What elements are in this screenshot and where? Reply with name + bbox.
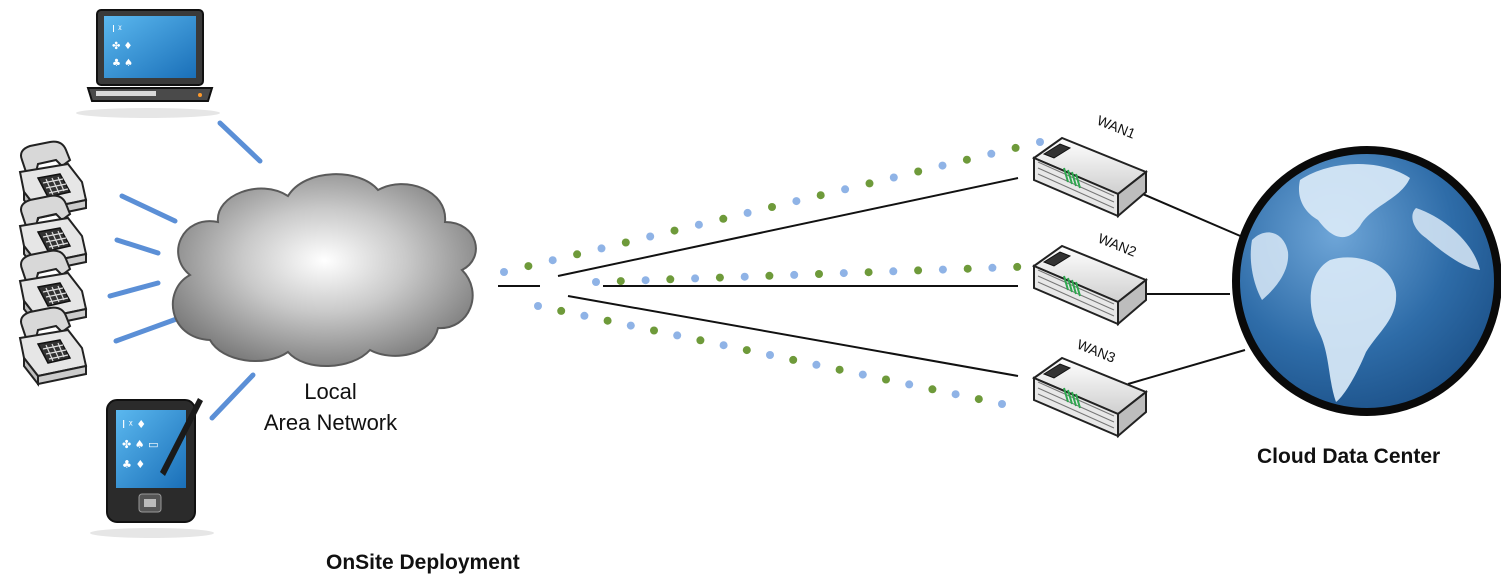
traffic-dot bbox=[889, 267, 898, 276]
traffic-dot bbox=[962, 155, 971, 164]
traffic-dot bbox=[646, 232, 655, 241]
traffic-dot bbox=[938, 265, 947, 274]
traffic-dot bbox=[673, 331, 682, 340]
svg-text:♣ ♦: ♣ ♦ bbox=[122, 458, 145, 471]
traffic-dot bbox=[557, 306, 566, 315]
wan1-label: WAN1 bbox=[1095, 112, 1138, 142]
traffic-dot bbox=[742, 346, 751, 355]
traffic-dot bbox=[743, 208, 752, 217]
traffic-dot bbox=[580, 311, 589, 320]
traffic-dot bbox=[914, 167, 923, 176]
traffic-dot bbox=[524, 262, 533, 271]
traffic-dot bbox=[988, 263, 997, 272]
traffic-dot bbox=[765, 271, 774, 280]
wan3-label: WAN3 bbox=[1075, 336, 1118, 366]
svg-text:I ᵡ ♦: I ᵡ ♦ bbox=[122, 418, 146, 431]
traffic-dot bbox=[816, 191, 825, 200]
traffic-dot bbox=[715, 273, 724, 282]
traffic-dots bbox=[500, 138, 1046, 408]
traffic-dot bbox=[573, 250, 582, 259]
cloud-data-center-label: Cloud Data Center bbox=[1257, 445, 1441, 468]
wan2-label: WAN2 bbox=[1096, 230, 1139, 260]
wan3-router-icon bbox=[1033, 357, 1147, 437]
traffic-dot bbox=[548, 256, 557, 265]
traffic-dot bbox=[719, 214, 728, 223]
traffic-dot bbox=[740, 272, 749, 281]
traffic-dot bbox=[889, 173, 898, 182]
traffic-dot bbox=[621, 238, 630, 247]
traffic-dot bbox=[670, 226, 679, 235]
traffic-dot bbox=[626, 321, 635, 330]
traffic-dot bbox=[987, 149, 996, 158]
traffic-dot bbox=[592, 278, 600, 286]
traffic-dot bbox=[666, 275, 675, 284]
traffic-dot bbox=[694, 220, 703, 229]
traffic-dot bbox=[1013, 262, 1022, 271]
traffic-dot bbox=[766, 351, 774, 359]
traffic-dot bbox=[616, 277, 625, 286]
traffic-dot bbox=[650, 326, 658, 335]
traffic-dot bbox=[691, 274, 700, 283]
traffic-dot bbox=[789, 355, 798, 364]
traffic-dot bbox=[841, 185, 850, 194]
traffic-dot bbox=[603, 316, 612, 325]
traffic-dot bbox=[839, 269, 848, 278]
traffic-dot bbox=[858, 370, 867, 379]
traffic-dot bbox=[641, 276, 650, 285]
traffic-dot bbox=[951, 390, 960, 399]
lan-label-line2: Area Network bbox=[263, 410, 398, 435]
traffic-dot bbox=[938, 161, 947, 170]
lan-label-line1: Local bbox=[304, 379, 357, 404]
laptop-icon: I ᵡ ✤ ♦ ♣ ♠ bbox=[76, 9, 220, 118]
traffic-dot bbox=[998, 400, 1006, 408]
lan-cloud-icon bbox=[171, 173, 477, 368]
traffic-dot bbox=[719, 341, 728, 350]
lan-label: Local Area Network bbox=[248, 376, 413, 438]
traffic-dot bbox=[914, 266, 923, 275]
traffic-dot bbox=[864, 268, 873, 277]
traffic-dot bbox=[696, 336, 705, 345]
traffic-dot bbox=[963, 264, 972, 273]
traffic-dot bbox=[865, 179, 874, 188]
onsite-deployment-label: OnSite Deployment bbox=[326, 551, 520, 574]
traffic-dot bbox=[974, 395, 983, 404]
svg-text:✤ ♠ ▭: ✤ ♠ ▭ bbox=[122, 438, 158, 451]
svg-text:♣ ♠: ♣ ♠ bbox=[112, 58, 133, 69]
traffic-dot bbox=[835, 365, 844, 374]
pda-icon: I ᵡ ♦ ✤ ♠ ▭ ♣ ♦ bbox=[90, 398, 214, 538]
traffic-dot bbox=[792, 197, 801, 206]
traffic-dot bbox=[812, 360, 821, 369]
traffic-dot bbox=[500, 268, 508, 276]
traffic-dot bbox=[905, 380, 914, 389]
traffic-dot bbox=[928, 385, 937, 394]
traffic-dot bbox=[790, 270, 799, 279]
traffic-dot bbox=[597, 244, 606, 253]
svg-text:✤ ♦: ✤ ♦ bbox=[112, 41, 133, 52]
traffic-dot bbox=[768, 203, 776, 211]
wan1-router-icon bbox=[1033, 137, 1147, 217]
globe-icon bbox=[1232, 146, 1501, 416]
traffic-dot bbox=[1011, 143, 1020, 152]
traffic-dot bbox=[882, 375, 890, 384]
traffic-dot bbox=[815, 270, 823, 278]
svg-text:I ᵡ: I ᵡ bbox=[112, 24, 122, 35]
wan-wires bbox=[498, 177, 1246, 385]
device-links bbox=[107, 120, 263, 421]
traffic-dot bbox=[534, 302, 542, 310]
traffic-dot bbox=[1036, 138, 1044, 146]
